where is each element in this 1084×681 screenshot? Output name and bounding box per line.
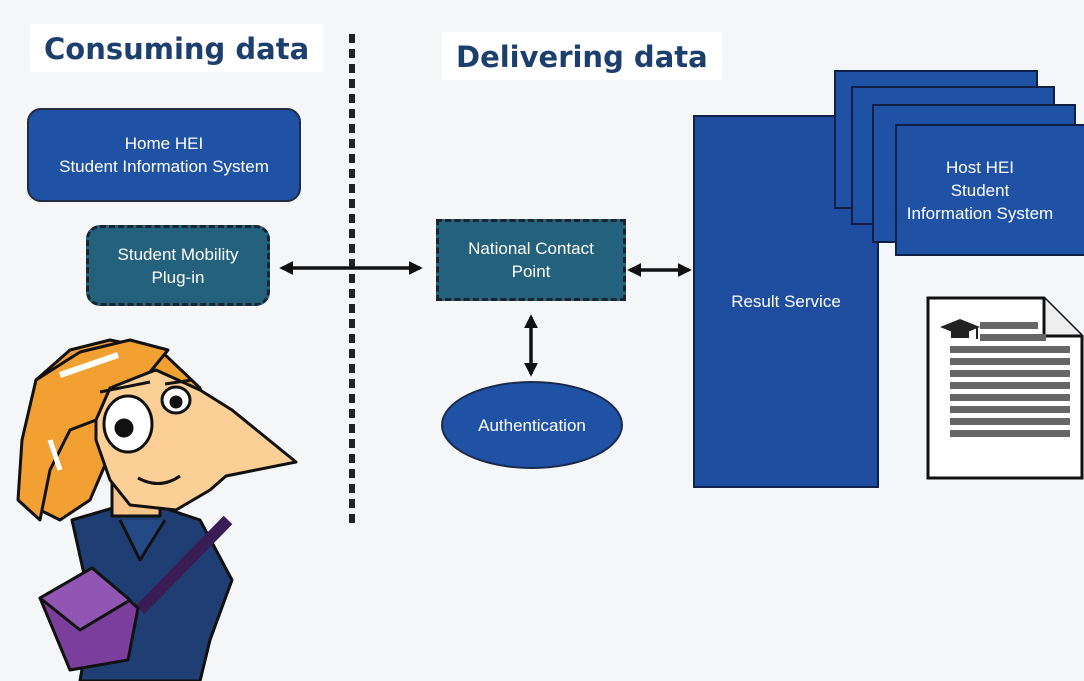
dotted-divider — [349, 34, 355, 529]
host-hei-box: Host HEI Student Information System — [895, 124, 1084, 256]
national-contact-point-box: National Contact Point — [436, 219, 626, 301]
ncp-label-line2: Point — [511, 262, 551, 281]
student-mobility-plugin-box: Student Mobility Plug-in — [86, 225, 270, 306]
result-service-label: Result Service — [731, 292, 841, 311]
authentication-ellipse: Authentication — [441, 381, 623, 469]
home-hei-label-line1: Home HEI — [124, 134, 204, 153]
student-character-illustration — [16, 338, 298, 681]
home-hei-box: Home HEI Student Information System — [27, 108, 301, 202]
delivering-data-heading: Delivering data — [442, 32, 722, 80]
host-hei-label-line1: Host HEI — [945, 157, 1015, 177]
graduation-cap-icon — [940, 319, 980, 339]
plugin-label-line1: Student Mobility — [117, 244, 239, 264]
home-hei-label-line2: Student Information System — [59, 157, 269, 176]
host-hei-label-line2: Student — [950, 180, 1010, 200]
consuming-data-heading: Consuming data — [30, 24, 324, 72]
transcript-document-icon — [926, 296, 1084, 480]
ncp-label-line1: National Contact — [468, 239, 594, 258]
authentication-label: Authentication — [478, 415, 586, 435]
host-hei-label-line3: Information System — [906, 203, 1054, 223]
plugin-label-line2: Plug-in — [151, 267, 205, 287]
